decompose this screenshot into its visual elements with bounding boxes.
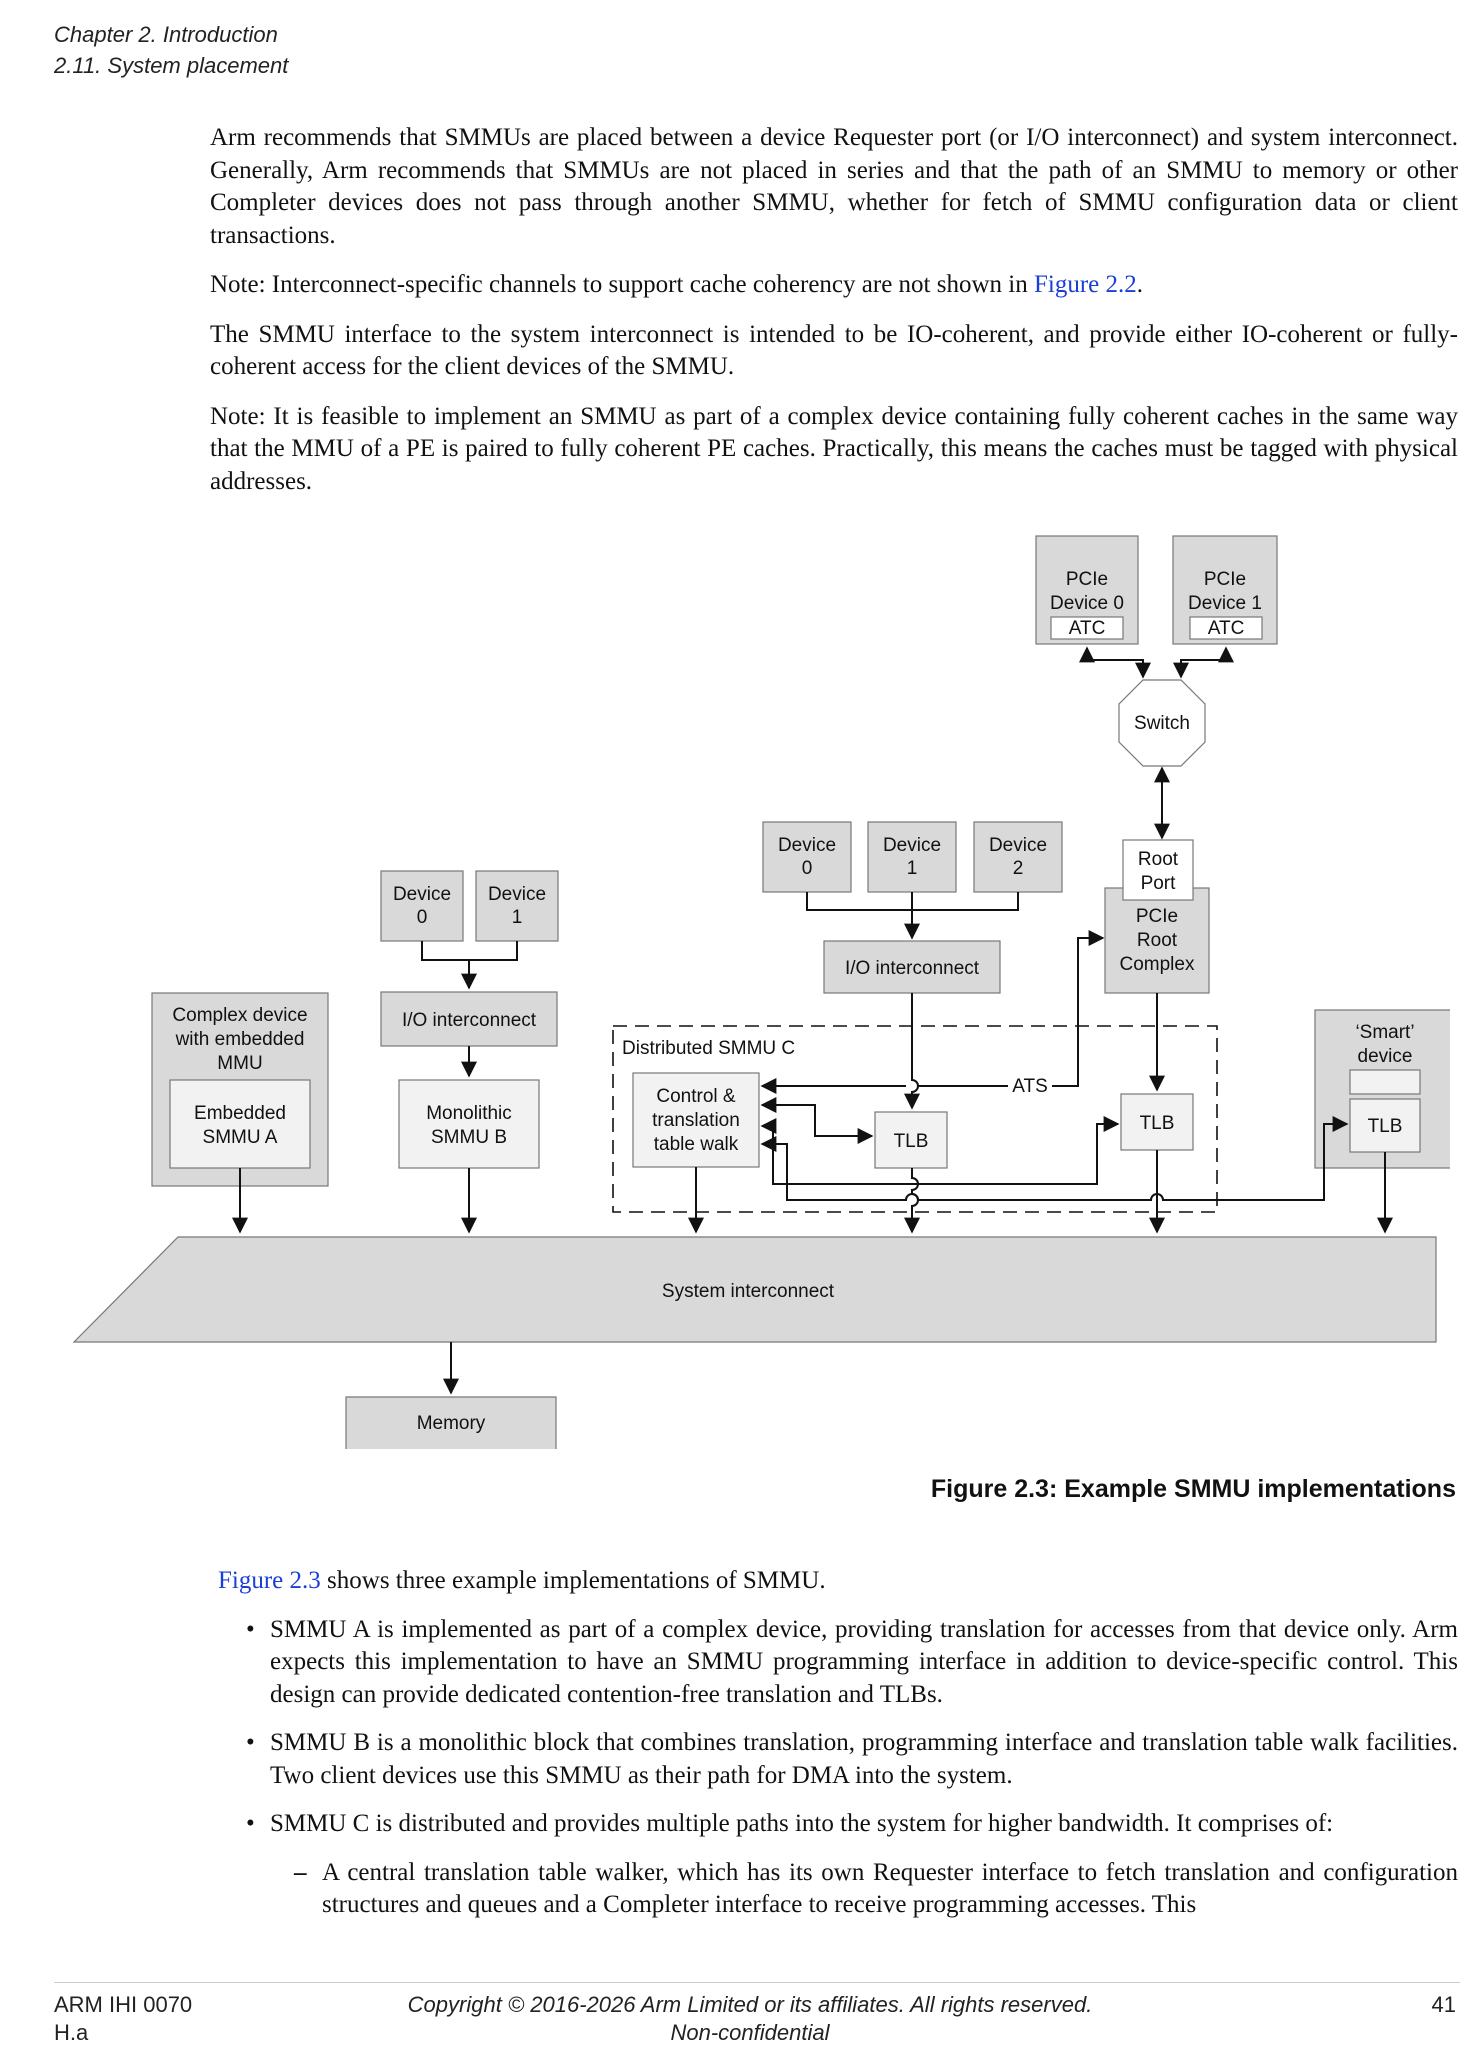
svg-text:‘Smart’: ‘Smart’ [1355,1022,1414,1043]
embedded-smmu-a [169,1079,311,1169]
list-subitem-table-walker: – A central translation table walker, wh… [294,1858,1458,1919]
distributed-smmu-c-region [612,1025,1218,1213]
svg-text:PCIe: PCIe [1136,906,1178,927]
svg-text:TLB: TLB [894,1131,929,1152]
smmu-implementations-diagram: PCIe Device 0 ATC PCIe Device 1 ATC Swit… [72,535,1450,1449]
smart-device-cache [1349,1069,1421,1095]
pcie-device-1: PCIe Device 1 ATC [1172,535,1278,645]
svg-text:table walk: table walk [654,1134,739,1155]
svg-text:Complex device: Complex device [172,1005,307,1026]
svg-text:Port: Port [1141,873,1177,894]
distributed-smmu-c-label: Distributed SMMU C [622,1038,795,1059]
pcie-root-complex: PCIe Root Complex [1104,887,1210,994]
svg-text:MMU: MMU [217,1053,262,1074]
svg-text:Complex: Complex [1120,954,1195,975]
footer-page-number: 41 [1431,1992,1456,2017]
device-c2: Device 2 [973,821,1063,893]
svg-text:Device: Device [989,835,1047,856]
svg-text:Root: Root [1138,849,1179,870]
control-translation-table-walk: Control & translation table walk [632,1072,760,1168]
dash-mark: – [294,1858,307,1886]
system-interconnect: System interconnect [72,1236,1437,1343]
svg-text:SMMU B: SMMU B [431,1127,507,1148]
svg-text:Monolithic: Monolithic [426,1103,512,1124]
list-intro: Figure 2.3 shows three example implement… [218,1567,826,1594]
intro-text: Arm recommends that SMMUs are placed bet… [210,122,1458,515]
device-b0: Device 0 [380,870,464,942]
footer-version: H.a [54,2020,89,2045]
svg-text:translation: translation [652,1110,740,1131]
svg-text:Device: Device [778,835,836,856]
svg-text:Device 1: Device 1 [1188,593,1262,614]
device-c1: Device 1 [867,821,957,893]
bullet-mark: • [246,1615,255,1643]
figure-caption: Figure 2.3: Example SMMU implementations [930,1475,1456,1503]
footer-doc-id: ARM IHI 0070 [54,1992,193,2017]
svg-text:System interconnect: System interconnect [662,1281,835,1302]
device-b1: Device 1 [475,870,559,942]
atc-1 [1189,616,1263,640]
note-complex-device: Note: It is feasible to implement an SMM… [210,402,1458,495]
svg-text:TLB: TLB [1368,1116,1403,1137]
svg-text:TLB: TLB [1140,1113,1175,1134]
svg-text:1: 1 [512,907,523,928]
svg-text:Device: Device [488,884,546,905]
memory: Memory [345,1396,557,1449]
root-port: Root Port [1122,839,1194,901]
list-item-smmu-a: • SMMU A is implemented as part of a com… [246,1615,1458,1708]
svg-text:with embedded: with embedded [175,1029,305,1050]
svg-text:ATC: ATC [1208,618,1245,639]
paragraph-placement: Arm recommends that SMMUs are placed bet… [210,124,1458,249]
list-item-smmu-b: • SMMU B is a monolithic block that comb… [246,1729,1458,1789]
svg-text:Root: Root [1137,930,1178,951]
smart-device: ‘Smart’ device TLB [1314,1009,1450,1169]
paragraph-coherent-interface: The SMMU interface to the system interco… [210,320,1458,381]
implementation-list: Figure 2.3 shows three example implement… [210,1565,1458,1922]
svg-text:I/O interconnect: I/O interconnect [845,958,980,979]
svg-text:0: 0 [802,858,813,879]
svg-text:1: 1 [907,858,918,879]
figure-2-3-link[interactable]: Figure 2.3 [218,1567,321,1594]
svg-text:2: 2 [1013,858,1024,879]
atc-0 [1050,616,1124,640]
svg-text:PCIe: PCIe [1066,569,1108,590]
svg-text:PCIe: PCIe [1204,569,1246,590]
running-header-section: 2.11. System placement [54,53,289,78]
svg-text:ATC: ATC [1069,618,1106,639]
svg-text:device: device [1358,1046,1413,1067]
device-c0: Device 0 [762,821,852,893]
footer-rule [54,1982,1460,1983]
ats-label: ATS [1012,1076,1048,1097]
svg-text:Device: Device [393,884,451,905]
svg-text:Control &: Control & [656,1086,736,1107]
svg-text:Device: Device [883,835,941,856]
switch: Switch [1118,679,1206,767]
complex-device: Complex device with embedded MMU Embedde… [151,992,329,1187]
svg-text:SMMU A: SMMU A [203,1127,278,1148]
tlb-c1: TLB [874,1111,948,1169]
tlb-c2: TLB [1120,1093,1194,1151]
bullet-mark: • [246,1810,255,1837]
svg-text:Device 0: Device 0 [1050,593,1124,614]
footer-confidentiality: Non-confidential [670,2020,830,2045]
figure-2-2-link[interactable]: Figure 2.2 [1033,271,1137,298]
svg-text:Switch: Switch [1134,713,1190,734]
pcie-device-0: PCIe Device 0 ATC [1035,535,1139,645]
note-coherency: Note: Interconnect-specific channels to … [210,271,1144,298]
svg-text:0: 0 [417,907,428,928]
svg-text:Embedded: Embedded [194,1103,286,1124]
monolithic-smmu-b: Monolithic SMMU B [398,1079,540,1169]
bullet-mark: • [246,1729,255,1756]
svg-text:I/O interconnect: I/O interconnect [402,1010,537,1031]
list-item-smmu-c: • SMMU C is distributed and provides mul… [210,1808,1458,1841]
tlb-smart [1349,1098,1421,1153]
running-header-chapter: Chapter 2. Introduction [54,22,278,47]
footer-copyright: Copyright © 2016-2026 Arm Limited or its… [407,1992,1093,2017]
io-interconnect-b: I/O interconnect [380,991,558,1047]
svg-text:Memory: Memory [417,1413,486,1434]
io-interconnect-c: I/O interconnect [823,940,1001,994]
